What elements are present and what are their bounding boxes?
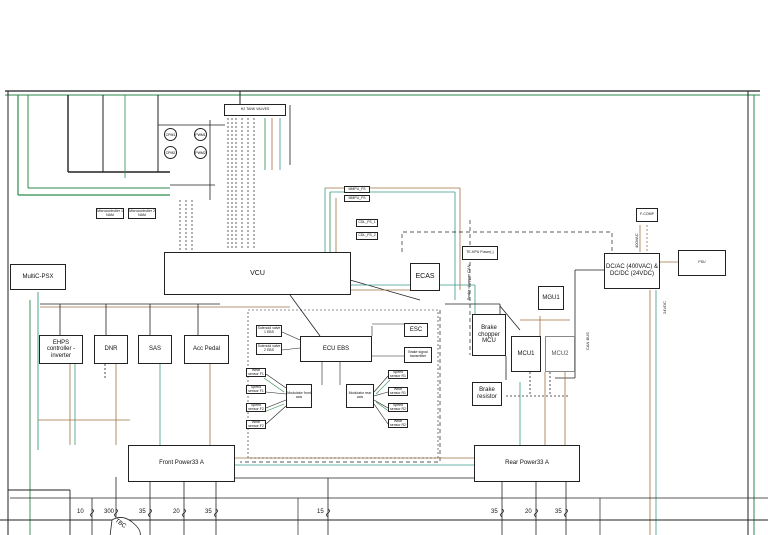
multic-psx: MultiC-PSX: [10, 264, 66, 290]
acc-pedal: Acc Pedal: [184, 335, 229, 364]
front-sensor-1: Wear sensor F1: [246, 368, 266, 377]
cdl-2: CDL_FS_2: [356, 232, 378, 240]
ecu-ebs: ECU EBS: [300, 336, 372, 362]
front-sensor-4: Wear sensor F2: [246, 420, 266, 429]
fuse-label-7: 35: [491, 509, 498, 515]
dnr: DNR: [94, 335, 128, 364]
chopper-can-note: Brake chopper CAN: [466, 264, 471, 300]
ecas: ECAS: [410, 263, 440, 291]
pwm1-valve: PWM1: [194, 128, 207, 141]
dcac-dcdc-converter: DC/AC (400VAC) & DC/DC (24VDC): [604, 253, 660, 289]
rear-sensor-4: Wear sensor R2: [388, 419, 408, 428]
rear-sensor-3: Speed sensor R2: [388, 403, 408, 412]
rear-sensor-2: Wear sensor R1: [388, 387, 408, 396]
brake-signal-transmitter: Brake signal transmitter: [404, 347, 432, 363]
psu: PSU: [678, 250, 726, 276]
cpm1-valve: CPM1: [164, 128, 177, 141]
f-comp: F-COMP: [636, 208, 658, 222]
front-power-unit: Front Power33 A: [128, 445, 235, 482]
fuse-label-6: 15: [317, 509, 324, 515]
fuse-label-9: 35: [555, 509, 562, 515]
pwm2-valve: PWM2: [194, 146, 207, 159]
microcontroller-1: Microcontroller 1 NAM: [96, 208, 124, 219]
rear-sensor-1: Speed sensor R1: [388, 370, 408, 379]
brake-resistor: Brake resistor: [472, 382, 502, 406]
modulator-front-axis: Modulator front axis: [286, 384, 312, 408]
h2-tank-valves: H2 TANK VALVES: [224, 104, 286, 116]
can-bus-note: CAN BUS: [585, 332, 590, 350]
mcu2: MCU2: [545, 336, 575, 372]
mgu1: MGU1: [538, 286, 564, 310]
fuse-label-5: 35: [205, 509, 212, 515]
mmpu-2: MMPU_FS: [344, 195, 370, 202]
front-sensor-2: Speed sensor F1: [246, 385, 266, 394]
ehps-controller: EHPS controller - inverter: [39, 335, 83, 364]
fuse-label-8: 20: [525, 509, 532, 515]
hv-note-1: 400VAC: [634, 233, 639, 248]
mcu1: MCU1: [511, 336, 541, 372]
cpm2-valve: CPM2: [164, 146, 177, 159]
front-sensor-3: Speed sensor F2: [246, 403, 266, 412]
solenoid-valve-1: Solenoid valve 1 EBS: [256, 325, 282, 337]
solenoid-valve-2: Solenoid valve 2 EBS: [256, 343, 282, 355]
fuse-label-3: 35: [139, 509, 146, 515]
mmpu-1: MMPU_FS: [344, 186, 370, 193]
te-hpu: TE-HPU Power(-): [462, 246, 498, 260]
vcu: VCU: [164, 252, 351, 295]
fuse-label-2: 300: [104, 509, 115, 515]
brake-chopper-mcu: Brake chopper MCU: [472, 314, 506, 356]
esc: ESC: [404, 323, 428, 337]
sas: SAS: [138, 335, 172, 364]
rear-power-unit: Rear Power33 A: [474, 445, 580, 482]
modulator-rear-axis: Modulator rear axis: [346, 384, 374, 408]
cdl-1: CDL_FS_1: [356, 219, 378, 227]
fuse-label-1: 10: [77, 509, 84, 515]
fuse-label-4: 20: [173, 509, 180, 515]
microcontroller-2: Microcontroller 2 NAM: [128, 208, 156, 219]
hv-note-2: 24VDC: [662, 301, 667, 314]
